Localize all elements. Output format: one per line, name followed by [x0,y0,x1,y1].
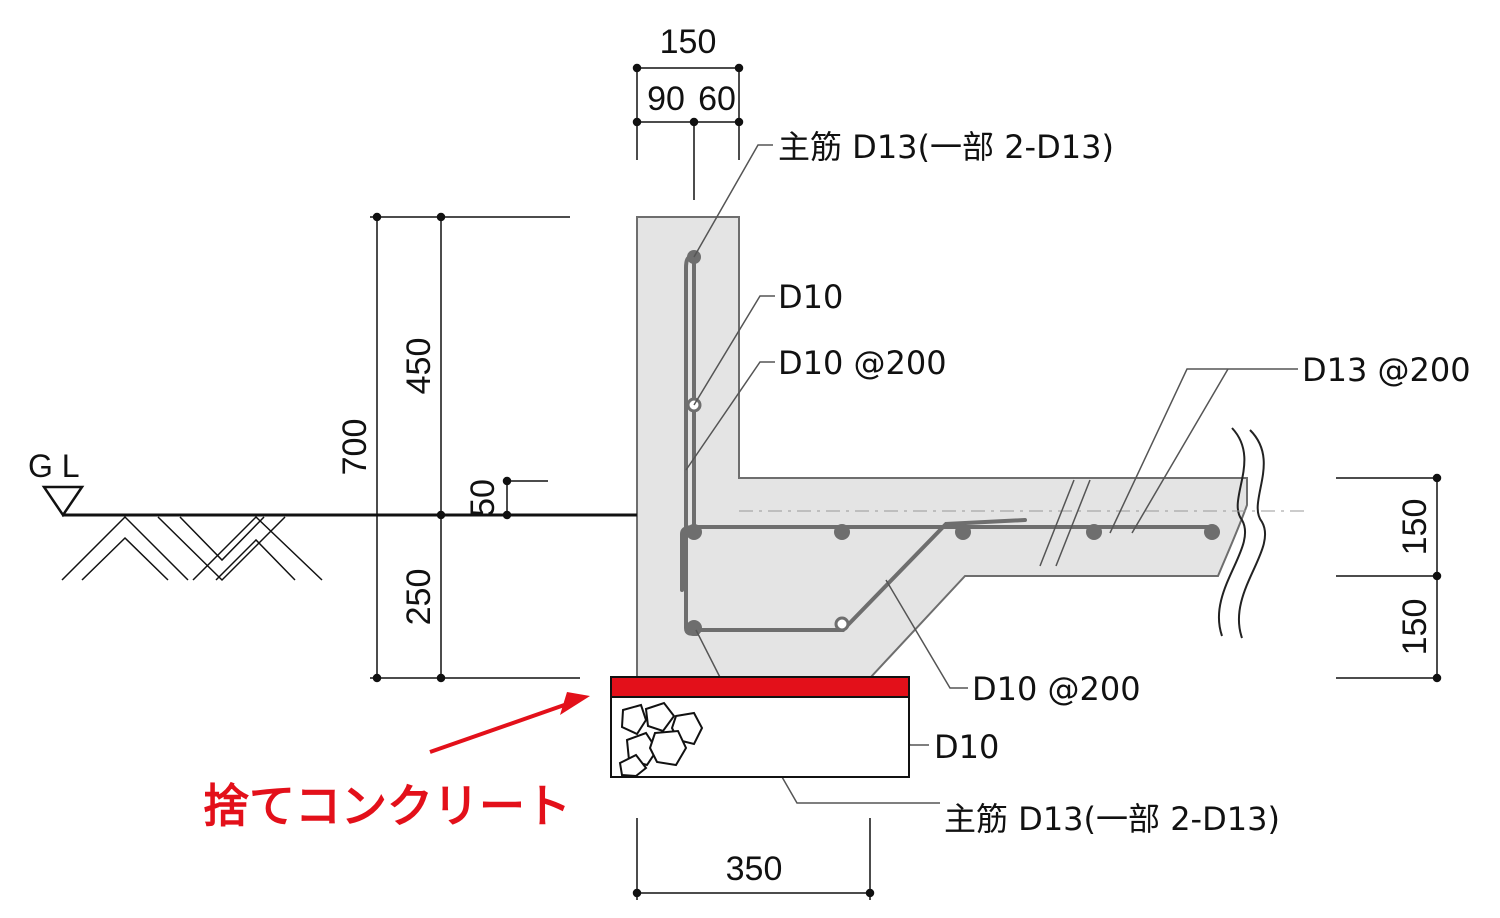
label-main-bar-top: 主筋 D13(一部 2-D13) [778,128,1114,166]
dim-height-lower: 250 [400,569,438,626]
callout-label: 捨てコンクリート [203,779,571,833]
break-line-inner [1217,427,1247,637]
dim-right-lower: 150 [1396,599,1434,656]
dim-footing-width: 350 [726,850,783,888]
dim-right-upper: 150 [1396,499,1434,556]
concrete-section [636,216,1248,679]
dim-height-upper: 450 [400,338,438,395]
leader-lines [685,144,1298,804]
callout-arrow-shaft [429,701,571,754]
ground-hatch [61,515,323,582]
rebar-dot [834,524,850,540]
dim-height-total: 700 [336,419,374,476]
break-line-outer [1237,429,1267,639]
arrow-icon [560,692,590,715]
rebar-dots [686,250,1220,636]
label-d10-at200-haunch: D10 @200 [972,670,1141,708]
dim-top-total: 150 [660,23,717,61]
ground-label: G L [28,448,80,484]
label-d10-at200-wall: D10 @200 [778,344,947,382]
label-d13-at200-slab: D13 @200 [1302,351,1471,389]
rebar-dot [955,524,971,540]
rebar-dot [686,620,702,636]
gravel-stones [618,701,704,778]
label-main-bar-bottom: 主筋 D13(一部 2-D13) [944,800,1280,838]
label-d10-wall: D10 [778,278,843,316]
dim-top-left: 90 [647,80,685,118]
haunch-bar [841,518,1027,632]
rebar-ring [834,616,850,632]
dimension-lines [370,63,1442,900]
blinding-concrete [610,676,910,698]
dim-gl-offset: 50 [464,479,502,517]
gl-marker-icon [41,485,85,518]
rebar-rings [686,397,850,632]
dim-top-right: 60 [698,80,736,118]
rebar-dot [1086,524,1102,540]
rebar-dot [1204,524,1220,540]
label-d10-footing: D10 [934,728,999,766]
rebar-dot [686,524,702,540]
